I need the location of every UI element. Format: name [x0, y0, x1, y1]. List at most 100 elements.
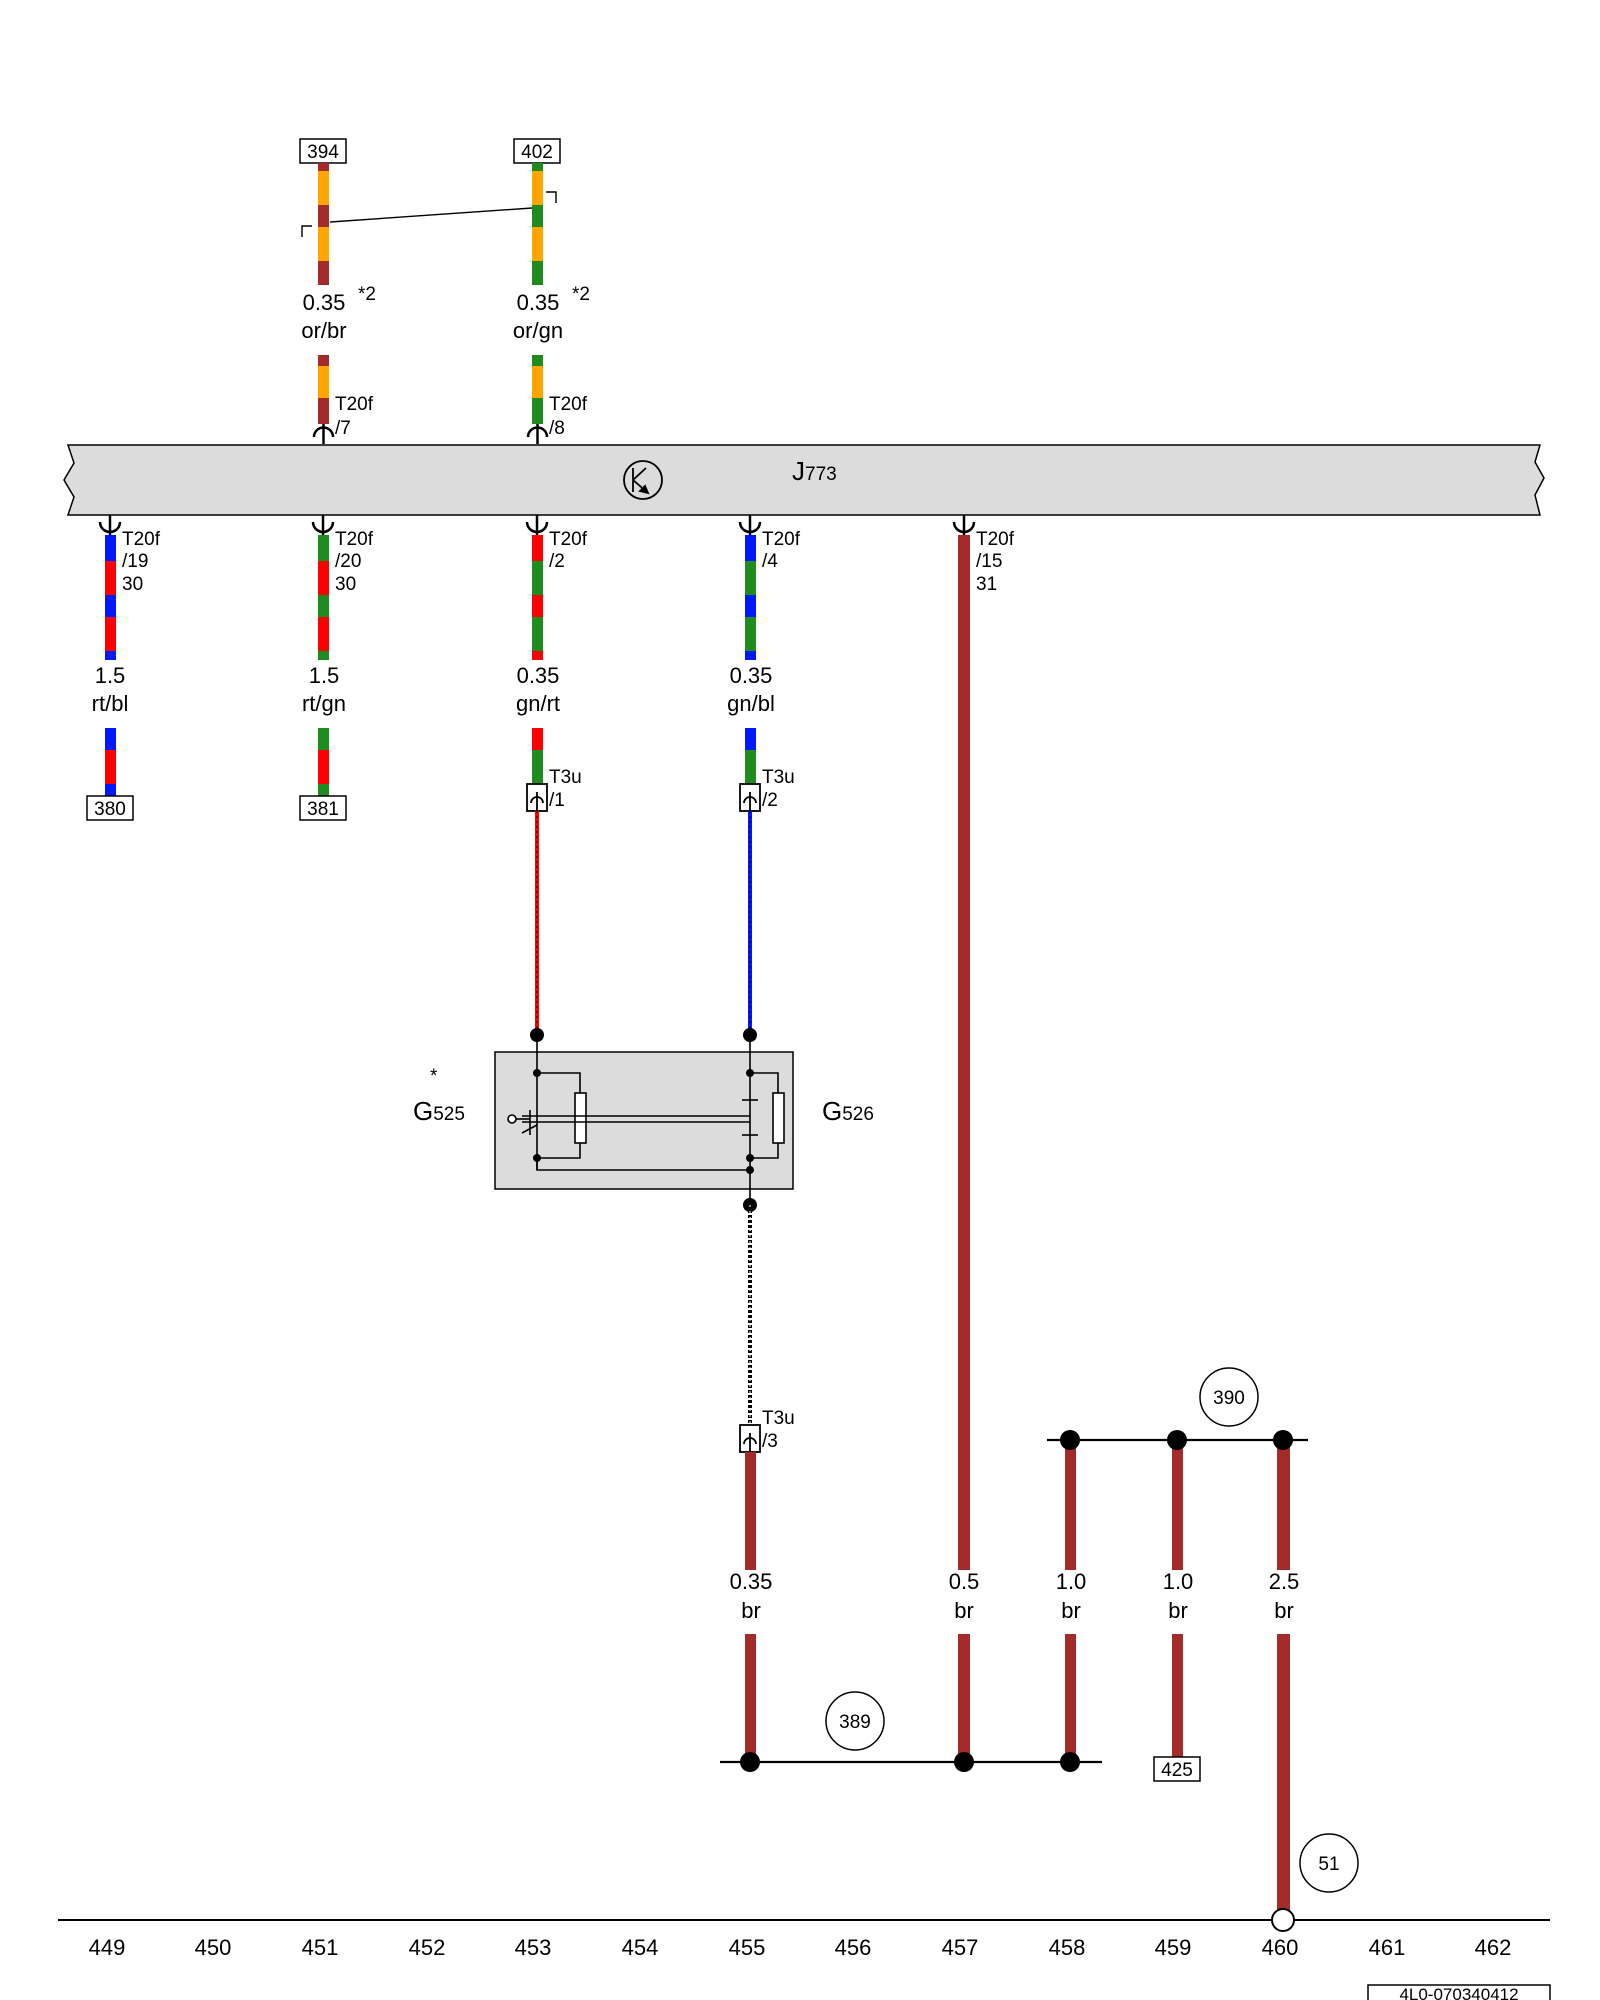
wire-size-label: 1.5	[95, 663, 126, 688]
pin-number: /15	[976, 551, 1002, 572]
wire-color-code: br	[1274, 1598, 1294, 1623]
sensor-g525-label: G525	[413, 1096, 465, 1126]
wire-size-label: 0.35	[517, 663, 560, 688]
pin-connector-icon	[738, 515, 762, 535]
wire-br-457-lower	[958, 1634, 970, 1762]
wire-color-code: or/br	[301, 318, 346, 343]
column-axis: 449 450 451 452 453 454 455 456 457 458 …	[89, 1935, 1512, 1960]
wire-size-label: 0.35	[303, 290, 346, 315]
component-number: 526	[842, 1104, 874, 1125]
wire-size-label: 0.35	[730, 1569, 773, 1594]
pin-connector-icon	[952, 515, 976, 535]
wire-color-code: br	[1168, 1598, 1188, 1623]
pin-name: T20f	[335, 529, 374, 550]
column-number: 452	[409, 1935, 446, 1960]
column-number: 461	[1369, 1935, 1406, 1960]
column-number: 457	[942, 1935, 979, 1960]
column-number: 451	[302, 1935, 339, 1960]
pin-number: /4	[762, 551, 778, 572]
pin-name: T20f	[976, 529, 1015, 550]
wire-note: *2	[572, 284, 590, 305]
wire-br-455-lower	[745, 1634, 756, 1762]
wire-size-label: 0.35	[517, 290, 560, 315]
pin-connector-icon	[525, 515, 549, 535]
pin-connector-icon	[526, 424, 549, 444]
connection-circle-390	[1199, 1367, 1259, 1427]
transistor-icon	[623, 460, 663, 500]
control-unit-label: J773	[792, 456, 837, 486]
plug-connector-icon	[526, 783, 548, 812]
component-number: 525	[433, 1104, 465, 1125]
wire-rt-bl	[105, 535, 116, 796]
wire-size-label: 1.0	[1056, 1569, 1087, 1594]
control-unit-j773	[63, 444, 1545, 516]
connection-389: 389	[839, 1712, 871, 1733]
wire-color-code: br	[954, 1598, 974, 1623]
plug-connector-icon	[739, 783, 761, 812]
pin-connector-icon	[98, 515, 122, 535]
wire-color-code: or/gn	[513, 318, 563, 343]
wire-color-code: gn/rt	[516, 691, 560, 716]
wire-or-br-lower	[318, 355, 329, 424]
ref-380: 380	[94, 799, 126, 820]
ref-425: 425	[1161, 1760, 1193, 1781]
ref-box-380	[86, 795, 134, 821]
pin-terminal: 30	[122, 574, 143, 595]
ref-394: 394	[307, 142, 339, 163]
column-number: 462	[1475, 1935, 1512, 1960]
column-number: 449	[89, 1935, 126, 1960]
column-number: 450	[195, 1935, 232, 1960]
wire-size-label: 0.5	[949, 1569, 980, 1594]
bus-389-dots	[740, 1752, 1080, 1772]
pin-name: T20f	[335, 394, 374, 415]
pin-number: /2	[762, 790, 778, 811]
twisted-pair-marker	[301, 191, 557, 237]
connection-390: 390	[1213, 1388, 1245, 1409]
pin-number: /8	[549, 418, 565, 439]
wire-gn-bl	[745, 535, 756, 784]
component-letter: G	[822, 1096, 842, 1126]
column-number: 453	[515, 1935, 552, 1960]
pin-number: /2	[549, 551, 565, 572]
pin-name: T20f	[549, 529, 588, 550]
pin-number: /7	[335, 418, 351, 439]
wire-color-code: rt/gn	[302, 691, 346, 716]
pin-name: T3u	[762, 767, 795, 788]
wire-note: *2	[358, 284, 376, 305]
pin-name: T3u	[762, 1408, 795, 1429]
pin-connector-icon	[312, 424, 335, 444]
pin-name: T3u	[549, 767, 582, 788]
wire-br-459-upper	[1172, 1440, 1183, 1570]
column-number: 460	[1262, 1935, 1299, 1960]
pin-name: T20f	[549, 394, 588, 415]
pin-number: /3	[762, 1431, 778, 1452]
wire-or-br-upper	[318, 163, 329, 285]
pin-number: /20	[335, 551, 361, 572]
ref-402: 402	[521, 142, 553, 163]
wire-size-label: 1.0	[1163, 1569, 1194, 1594]
component-letter: G	[413, 1096, 433, 1126]
column-number: 458	[1049, 1935, 1086, 1960]
connection-circle-51	[1299, 1833, 1359, 1893]
sensor-circuit	[507, 1035, 785, 1205]
wire-or-gn-upper	[532, 163, 543, 285]
bus-390-dots	[1060, 1430, 1293, 1450]
wire-gn-rt	[532, 535, 543, 784]
sensor-star: *	[430, 1066, 438, 1087]
component-letter: J	[792, 456, 805, 486]
wire-size-label: 0.35	[730, 663, 773, 688]
wire-color-code: gn/bl	[727, 691, 775, 716]
wire-br-ground-457	[958, 535, 970, 1570]
wire-color-code: br	[741, 1598, 761, 1623]
wire-rt-gn	[318, 535, 329, 796]
wire-br-458-upper	[1065, 1440, 1076, 1570]
pin-name: T20f	[122, 529, 161, 550]
ground-point	[1271, 1908, 1295, 1932]
pin-number: /19	[122, 551, 148, 572]
wire-size-label: 2.5	[1269, 1569, 1300, 1594]
junction-dots	[533, 1069, 754, 1174]
plug-connector-icon	[739, 1424, 761, 1453]
wire-color-code: br	[1061, 1598, 1081, 1623]
sensor-g526-label: G526	[822, 1096, 874, 1126]
